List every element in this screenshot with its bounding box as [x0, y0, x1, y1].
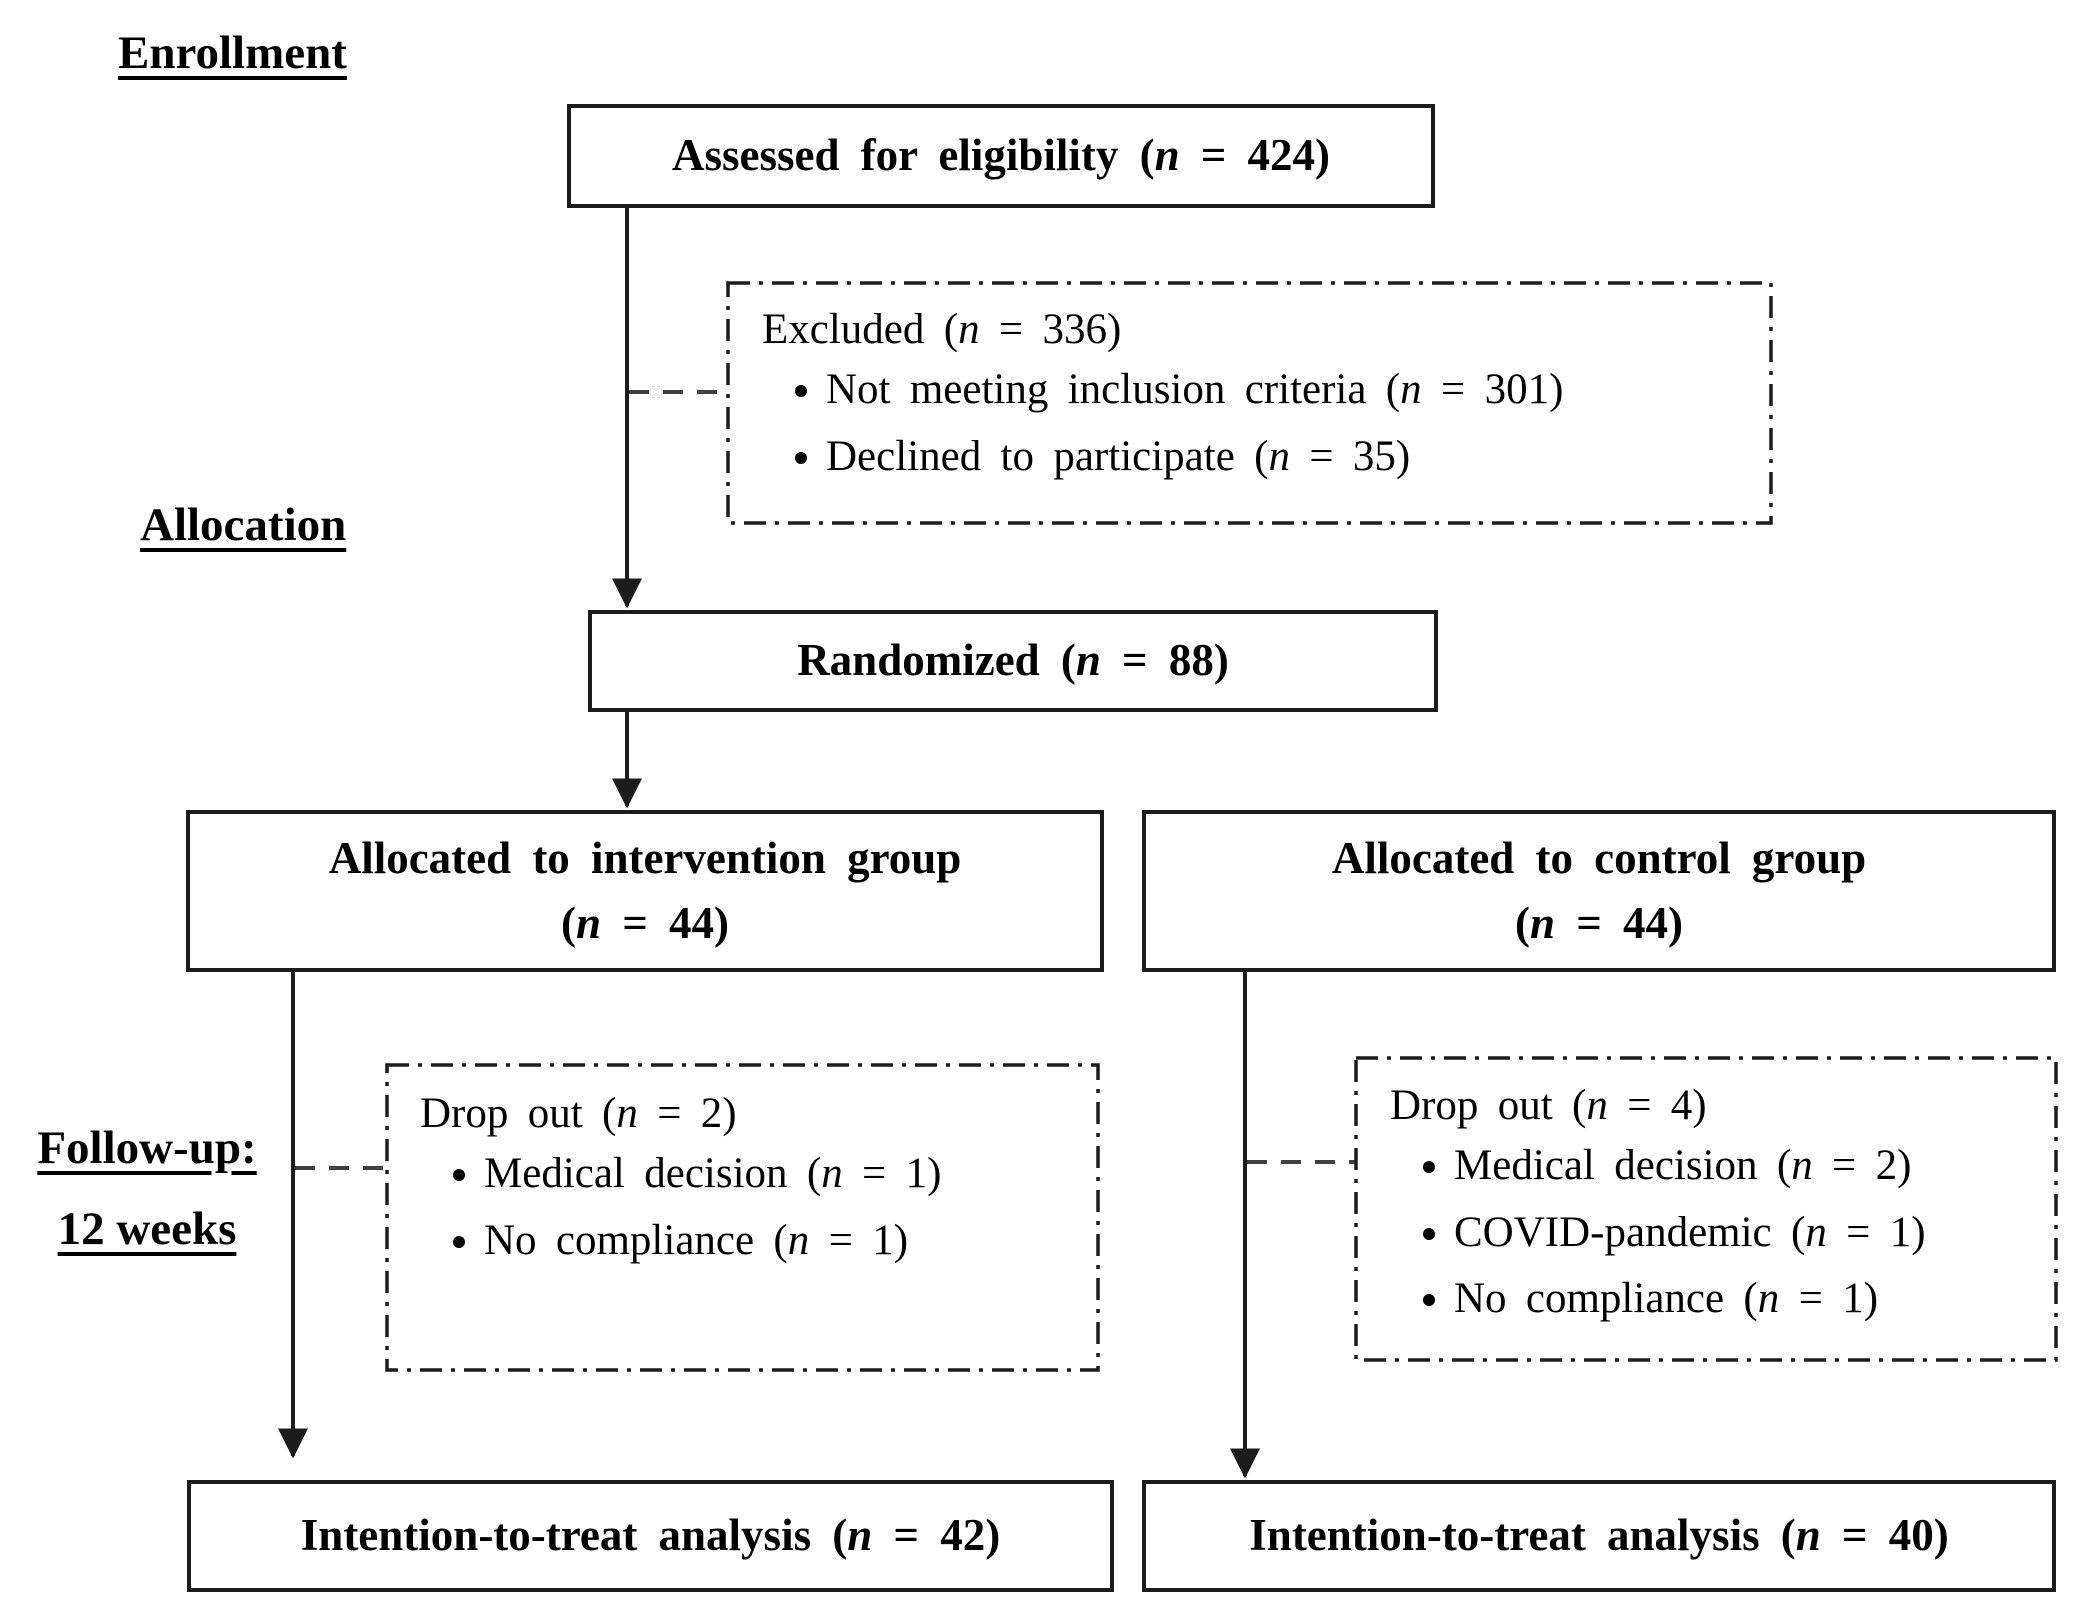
dropout-reason-item: No compliance (n = 1)	[484, 1216, 1080, 1267]
allocated-control-box: Allocated to control group (n = 44)	[1142, 810, 2056, 972]
dropout-intervention-box-border	[385, 1063, 1100, 1372]
allocated-intervention-line2: (n = 44)	[561, 898, 729, 948]
randomized-label: Randomized (n = 88)	[797, 635, 1229, 686]
excluded-reason-list: Not meeting inclusion criteria (n = 301)…	[762, 365, 1752, 482]
excluded-reason-item: Not meeting inclusion criteria (n = 301)	[826, 365, 1752, 416]
randomized-box: Randomized (n = 88)	[588, 610, 1438, 712]
allocated-control-line1: Allocated to control group	[1331, 832, 1867, 883]
itt-intervention-box: Intention-to-treat analysis (n = 42)	[187, 1480, 1114, 1592]
section-label-enrollment: Enrollment	[118, 27, 347, 79]
dropout-intervention-reason-list: Medical decision (n = 1) No compliance (…	[420, 1149, 1080, 1266]
section-label-allocation: Allocation	[140, 499, 347, 551]
dropout-reason-item: Medical decision (n = 2)	[1454, 1141, 2040, 1192]
dropout-reason-item: Medical decision (n = 1)	[484, 1149, 1080, 1200]
excluded-note: Excluded (n = 336) Not meeting inclusion…	[762, 308, 1752, 498]
allocated-intervention-line1: Allocated to intervention group	[328, 832, 962, 883]
assessed-label: Assessed for eligibility (n = 424)	[671, 130, 1331, 181]
dropout-reason-item: COVID-pandemic (n = 1)	[1454, 1208, 2040, 1259]
allocated-control-line2: (n = 44)	[1515, 898, 1683, 948]
assessed-for-eligibility-box: Assessed for eligibility (n = 424)	[567, 104, 1435, 208]
dropout-control-reason-list: Medical decision (n = 2) COVID-pandemic …	[1390, 1141, 2040, 1325]
itt-control-box: Intention-to-treat analysis (n = 40)	[1142, 1480, 2056, 1592]
itt-intervention-label: Intention-to-treat analysis (n = 42)	[300, 1510, 1001, 1561]
dropout-intervention-title: Drop out (n = 2)	[420, 1090, 737, 1137]
followup-line-2: 12 weeks	[57, 1202, 237, 1255]
dropout-control-box-border	[1354, 1056, 2058, 1362]
dropout-control-note: Drop out (n = 4) Medical decision (n = 2…	[1390, 1084, 2040, 1341]
excluded-box-border	[726, 281, 1773, 525]
followup-line-1: Follow-up:	[37, 1122, 257, 1174]
dropout-reason-item: No compliance (n = 1)	[1454, 1274, 2040, 1325]
dropout-intervention-note: Drop out (n = 2) Medical decision (n = 1…	[420, 1092, 1080, 1282]
section-label-followup: Follow-up: 12 weeks	[18, 1108, 276, 1270]
itt-control-label: Intention-to-treat analysis (n = 40)	[1249, 1510, 1949, 1561]
excluded-title: Excluded (n = 336)	[762, 306, 1122, 353]
dropout-control-title: Drop out (n = 4)	[1390, 1082, 1707, 1129]
excluded-reason-item: Declined to participate (n = 35)	[826, 432, 1752, 483]
allocated-intervention-box: Allocated to intervention group (n = 44)	[186, 810, 1104, 972]
